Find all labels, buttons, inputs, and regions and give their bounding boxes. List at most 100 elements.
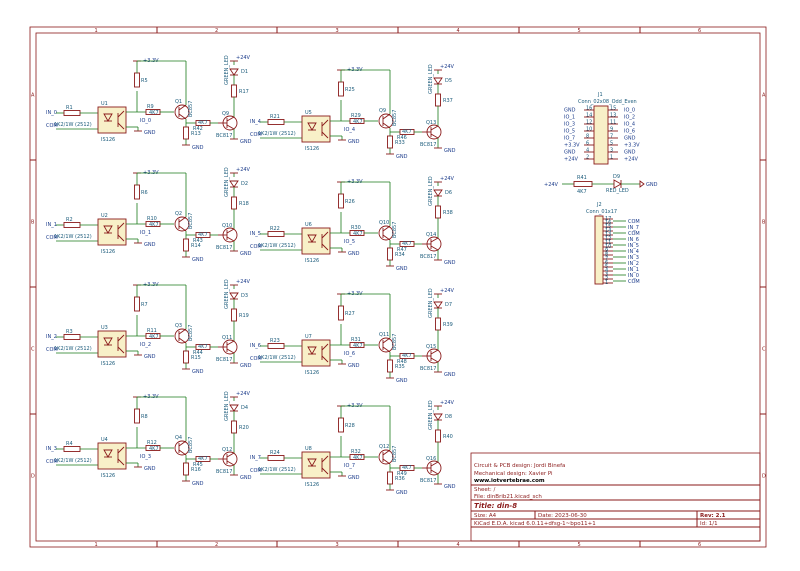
- j1-pin-number: 13: [610, 113, 616, 119]
- resistor-ref: R4: [66, 441, 73, 447]
- tb-id: Id: 1/1: [700, 521, 718, 527]
- resistor-ref: R21: [270, 114, 280, 120]
- j1-pin-number: 2: [586, 155, 589, 161]
- j2-pin-number: 15: [605, 224, 611, 230]
- base-resistor-ref: R29: [351, 113, 361, 119]
- net-label-io: IO_4: [344, 127, 355, 133]
- opto-value: IS126: [305, 370, 319, 376]
- r42-ref: R49: [397, 471, 407, 477]
- j2-pin-number: 11: [605, 240, 611, 246]
- j2-pins: 1716151413121110987654321COMIN_7COMIN_6I…: [603, 216, 640, 286]
- ground-label: GND: [348, 475, 360, 481]
- transistor-ref: Q12: [379, 444, 389, 450]
- tb-date: Date: 2023-06-30: [538, 513, 587, 519]
- ground-label: GND: [348, 363, 360, 369]
- r42-ref: R48: [397, 359, 407, 365]
- j2-pin-number: 6: [605, 260, 608, 266]
- r42-value: 4K7: [198, 120, 208, 126]
- led-value: GREEN_LED: [428, 176, 434, 206]
- transistor-pnp: [378, 225, 394, 241]
- frame-col-label: 1: [95, 28, 98, 34]
- emitter-resistor-ref: R13: [191, 131, 201, 137]
- transistor-ref: Q3: [175, 323, 182, 329]
- led-ref: D7: [445, 302, 452, 308]
- net-label-io: IO_1: [140, 230, 151, 236]
- ground-label: GND: [240, 139, 252, 145]
- transistor-ref: Q4: [175, 435, 182, 441]
- j1-net-right: GND: [624, 150, 636, 156]
- base-resistor-value: 4K7: [149, 446, 159, 452]
- frame-col-label: 3: [336, 542, 339, 548]
- transistor-value: BC857: [188, 213, 194, 229]
- transistor-ref: Q2: [175, 211, 182, 217]
- resistor-ref: R3: [66, 329, 73, 335]
- j1-pin-number: 1: [610, 155, 613, 161]
- base-resistor-ref: R12: [147, 440, 157, 446]
- j1-net-left: GND: [564, 108, 576, 114]
- resistor-ref: R2: [66, 217, 73, 223]
- base-resistor-ref: R30: [351, 225, 361, 231]
- opto-ref: U5: [305, 110, 312, 116]
- led-symbol: [229, 68, 239, 76]
- tb-url[interactable]: www.iotvertebrae.com: [474, 478, 545, 484]
- led-resistor-ref: R37: [443, 98, 453, 104]
- j1-pin-number: 7: [610, 134, 613, 140]
- resistor-ref: R22: [270, 226, 280, 232]
- j2-net-label: COM: [628, 231, 640, 237]
- net-label-io: IO_2: [140, 342, 151, 348]
- optocoupler-body: [301, 115, 331, 143]
- power-24v: +24V: [236, 167, 251, 173]
- emitter-resistor-ref: R15: [191, 355, 201, 361]
- transistor-value: BC857: [392, 446, 398, 462]
- optocoupler-body: [301, 451, 331, 479]
- pullup-ref: R28: [345, 423, 355, 429]
- j1-net-right: IO_2: [624, 115, 635, 121]
- ground-label: GND: [396, 490, 408, 496]
- r42-ref: R46: [397, 135, 407, 141]
- tb-rev: Rev: 2.1: [700, 513, 726, 519]
- optocoupler-body: [97, 330, 127, 358]
- j1-net-right: IO_0: [624, 108, 635, 114]
- ground-label: GND: [444, 260, 456, 266]
- net-label-in: IN_2: [46, 334, 57, 340]
- led-symbol: [433, 77, 443, 85]
- j1-net-right: GND: [624, 136, 636, 142]
- r42-value: 4K7: [402, 241, 412, 247]
- j2-ref: J2: [596, 202, 602, 208]
- j1-pin-number: 9: [610, 127, 613, 133]
- j2-pin-number: 3: [605, 272, 608, 278]
- transistor-pnp: [174, 328, 190, 344]
- pullup-ref: R5: [141, 78, 148, 84]
- j2-net-label: IN_6: [628, 237, 639, 243]
- led-value: GREEN_LED: [428, 400, 434, 430]
- emitter-resistor-ref: R35: [395, 364, 405, 370]
- ground-label: GND: [396, 154, 408, 160]
- j1-pin-number: 11: [610, 120, 616, 126]
- led-ref: D4: [241, 405, 248, 411]
- ground-label: GND: [192, 145, 204, 151]
- ground-label: GND: [192, 369, 204, 375]
- ground-label: GND: [348, 139, 360, 145]
- led-supply: +24V: [544, 182, 559, 188]
- base-resistor-value: 4K7: [353, 231, 363, 237]
- net-label-in: IN_7: [250, 455, 261, 461]
- j1-net-left: IO_1: [564, 115, 575, 121]
- transistor-value: BC857: [392, 222, 398, 238]
- pullup-ref: R26: [345, 199, 355, 205]
- net-label-io: IO_6: [344, 351, 355, 357]
- transistor-npn-ref: Q10: [222, 223, 232, 229]
- led-value: GREEN_LED: [428, 288, 434, 318]
- base-resistor-ref: R32: [351, 449, 361, 455]
- opto-ref: U6: [305, 222, 312, 228]
- transistor-npn-ref: Q12: [222, 447, 232, 453]
- j1-net-left: IO_5: [564, 129, 575, 135]
- transistor-npn-ref: Q14: [426, 232, 436, 238]
- transistor-npn-value: BC817: [420, 366, 436, 372]
- ground-label: GND: [192, 257, 204, 263]
- transistor-value: BC857: [392, 334, 398, 350]
- ground-label: GND: [144, 354, 156, 360]
